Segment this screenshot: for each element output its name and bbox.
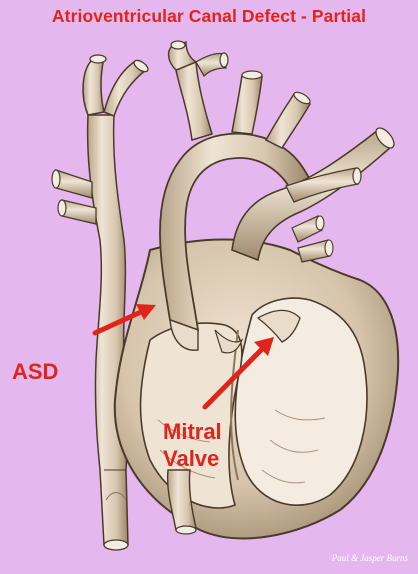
- mitral-valve-label: Mitral Valve: [163, 418, 222, 472]
- heart-body: [115, 240, 398, 539]
- diagram-title: Atrioventricular Canal Defect - Partial: [0, 6, 418, 27]
- asd-label: ASD: [12, 359, 58, 385]
- mitral-valve-label-line2: Valve: [163, 445, 222, 472]
- artist-credit: Paul & Jasper Burns: [332, 553, 408, 563]
- mitral-valve-label-line1: Mitral: [163, 418, 222, 445]
